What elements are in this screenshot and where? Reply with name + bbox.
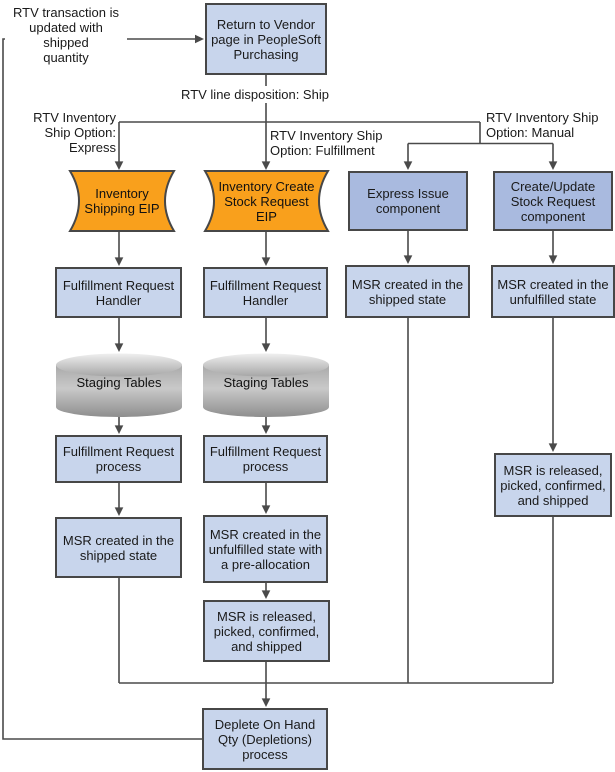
node-express-issue-component: Express Issue component xyxy=(348,171,468,231)
node-deplete-on-hand: Deplete On Hand Qty (Depletions) process xyxy=(202,708,328,770)
eip-shape-inventory-shipping xyxy=(68,170,176,232)
node-staging-tables-1: Staging Tables xyxy=(76,374,162,390)
label-rtv-line-disposition: RTV line disposition: Ship xyxy=(175,86,335,103)
node-fulfillment-request-handler-2: Fulfillment Request Handler xyxy=(203,267,328,318)
label-ship-option-manual: RTV Inventory Ship Option: Manual xyxy=(486,110,599,140)
node-msr-released-fulfillment: MSR is released, picked, confirmed, and … xyxy=(203,600,330,662)
node-fulfillment-request-handler-1: Fulfillment Request Handler xyxy=(55,267,182,318)
node-msr-created-unfulfilled-manual: MSR created in the unfulfilled state xyxy=(491,265,615,318)
node-msr-created-shipped-manual: MSR created in the shipped state xyxy=(345,265,470,318)
eip-shape-inventory-create-stock-request xyxy=(203,170,330,232)
node-fulfillment-request-process-2: Fulfillment Request process xyxy=(203,435,328,483)
node-msr-released-manual: MSR is released, picked, confirmed, and … xyxy=(494,453,612,517)
cylinder-staging-tables-1 xyxy=(56,353,182,417)
node-fulfillment-request-process-1: Fulfillment Request process xyxy=(55,435,182,483)
node-create-update-stock-request-component: Create/Update Stock Request component xyxy=(493,171,613,231)
node-inventory-create-stock-request-eip: Inventory Create Stock Request EIP xyxy=(218,178,315,224)
node-msr-created-unfulfilled-preallocation: MSR created in the unfulfilled state wit… xyxy=(203,515,328,583)
node-inventory-shipping-eip: Inventory Shipping EIP xyxy=(84,186,160,216)
node-msr-created-shipped-express: MSR created in the shipped state xyxy=(55,517,182,578)
cylinder-staging-tables-2 xyxy=(203,353,329,417)
node-staging-tables-2: Staging Tables xyxy=(223,374,309,390)
label-ship-option-fulfillment: RTV Inventory Ship Option: Fulfillment xyxy=(270,128,383,158)
label-rtv-transaction-updated: RTV transaction is updated with shipped … xyxy=(5,5,127,65)
node-return-to-vendor: Return to Vendor page in PeopleSoft Purc… xyxy=(205,3,327,75)
label-ship-option-express: RTV Inventory Ship Option: Express xyxy=(33,110,116,155)
arrowheads xyxy=(114,34,558,707)
